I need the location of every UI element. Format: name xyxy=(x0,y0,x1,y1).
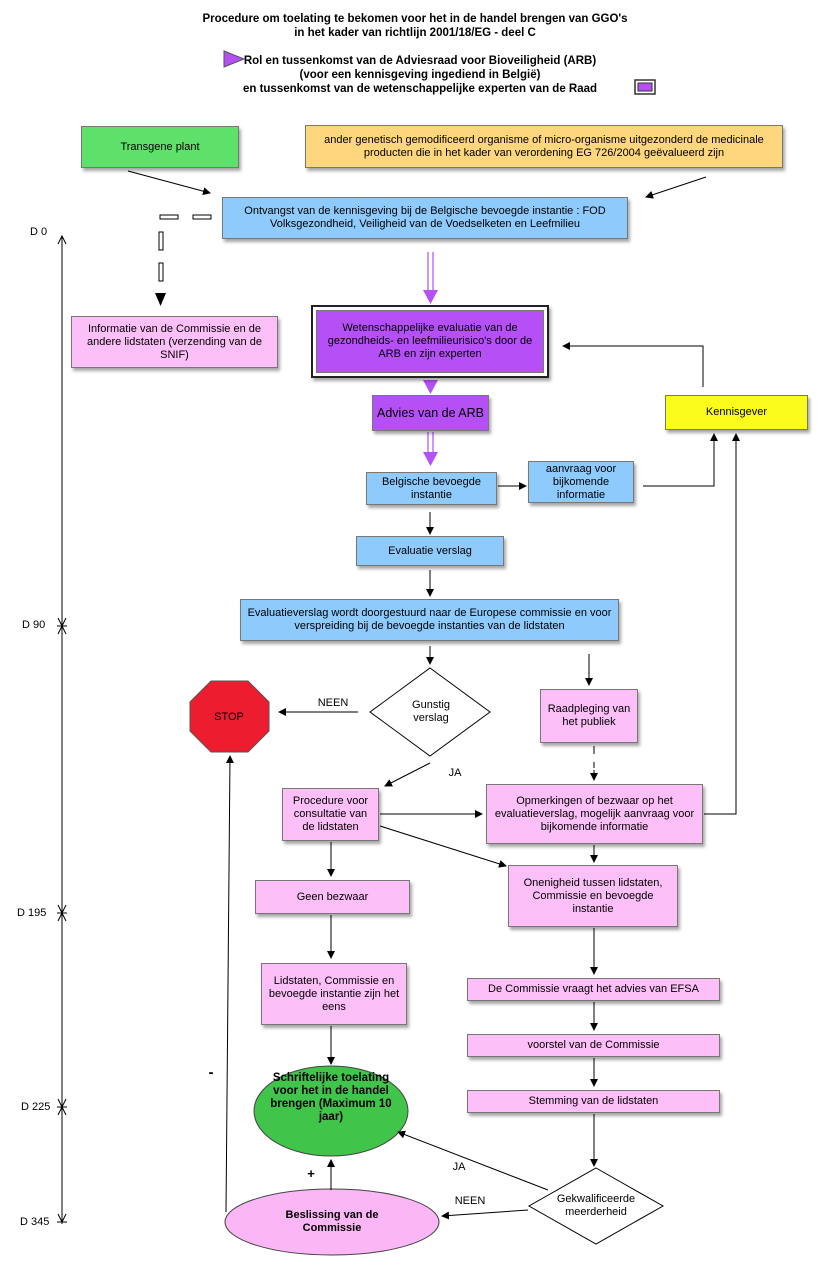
legend-line-3: en tussenkomst van de wetenschappelijke … xyxy=(242,83,598,95)
decision-diamond-favourable xyxy=(369,667,491,757)
node-no-objection: Geen bezwaar xyxy=(255,880,410,914)
node-stop: STOP xyxy=(214,711,244,723)
title-line-2: in het kader van richtlijn 2001/18/EG - … xyxy=(294,27,536,39)
node-commission-proposal: voorstel van de Commissie xyxy=(467,1034,720,1057)
node-extra-info-request: aanvraag voor bijkomende informatie xyxy=(528,461,634,503)
node-info-commission: Informatie van de Commissie en de andere… xyxy=(71,316,278,368)
node-public-consultation: Raadpleging van het publiek xyxy=(540,689,638,743)
node-reception: Ontvangst van de kennisgeving bij de Bel… xyxy=(222,197,628,239)
authorisation-ellipse xyxy=(253,1065,409,1157)
node-member-state-vote: Stemming van de lidstaten xyxy=(467,1090,720,1113)
node-favourable-report: Gunstig verslag xyxy=(412,699,450,724)
node-agreement: Lidstaten, Commissie en bevoegde instant… xyxy=(261,963,407,1025)
node-disagreement: Onenigheid tussen lidstaten, Commissie e… xyxy=(508,865,678,927)
timeline-d0: D 0 xyxy=(30,226,48,238)
decision-ellipse xyxy=(224,1188,440,1256)
node-consultation-member-states: Procedure voor consultatie van de lidsta… xyxy=(282,788,379,841)
timeline-d345: D 345 xyxy=(20,1216,50,1228)
label-neen-top: NEEN xyxy=(317,697,349,709)
node-written-authorisation: Schriftelijke toelating voor het in de h… xyxy=(270,1072,392,1123)
diagram-title: Procedure om toelating te bekomen voor h… xyxy=(150,12,680,40)
title-line-1: Procedure om toelating te bekomen voor h… xyxy=(202,13,628,25)
node-transgene-plant: Transgene plant xyxy=(81,126,239,168)
label-neen-bottom: NEEN xyxy=(454,1195,486,1207)
timeline-d225: D 225 xyxy=(21,1101,51,1113)
node-notifier: Kennisgever xyxy=(665,395,808,430)
node-report-forwarded: Evaluatieverslag wordt doorgestuurd naar… xyxy=(240,599,619,641)
legend: Rol en tussenkomst van de Adviesraad voo… xyxy=(240,54,600,96)
label-minus: - xyxy=(208,1064,214,1081)
legend-line-1: Rol en tussenkomst van de Adviesraad voo… xyxy=(243,55,597,67)
label-ja-bottom: JA xyxy=(452,1161,466,1173)
timeline-d90: D 90 xyxy=(22,619,46,631)
node-efsa-advice: De Commissie vraagt het advies van EFSA xyxy=(467,978,720,1001)
node-objections: Opmerkingen of bezwaar op het evaluatiev… xyxy=(486,784,703,844)
label-ja-top: JA xyxy=(448,767,462,779)
node-other-gmo: ander genetisch gemodificeerd organisme … xyxy=(305,125,783,168)
legend-line-2: (voor een kennisgeving ingediend in Belg… xyxy=(299,69,541,81)
stop-octagon xyxy=(189,680,270,753)
node-belgian-authority: Belgische bevoegde instantie xyxy=(366,472,497,505)
node-eval-report: Evaluatie verslag xyxy=(356,536,504,566)
node-commission-decision: Beslissing van de Commissie xyxy=(285,1209,379,1234)
legend-arrow-icon xyxy=(223,50,246,68)
node-scientific-eval: Wetenschappelijke evaluatie van de gezon… xyxy=(316,310,544,373)
node-qualified-majority: Gekwalificeerde meerderheid xyxy=(556,1193,636,1218)
label-plus: + xyxy=(307,1166,315,1181)
node-arb-advice: Advies van de ARB xyxy=(372,395,489,431)
decision-diamond-majority xyxy=(527,1167,665,1245)
timeline-d195: D 195 xyxy=(17,907,47,919)
